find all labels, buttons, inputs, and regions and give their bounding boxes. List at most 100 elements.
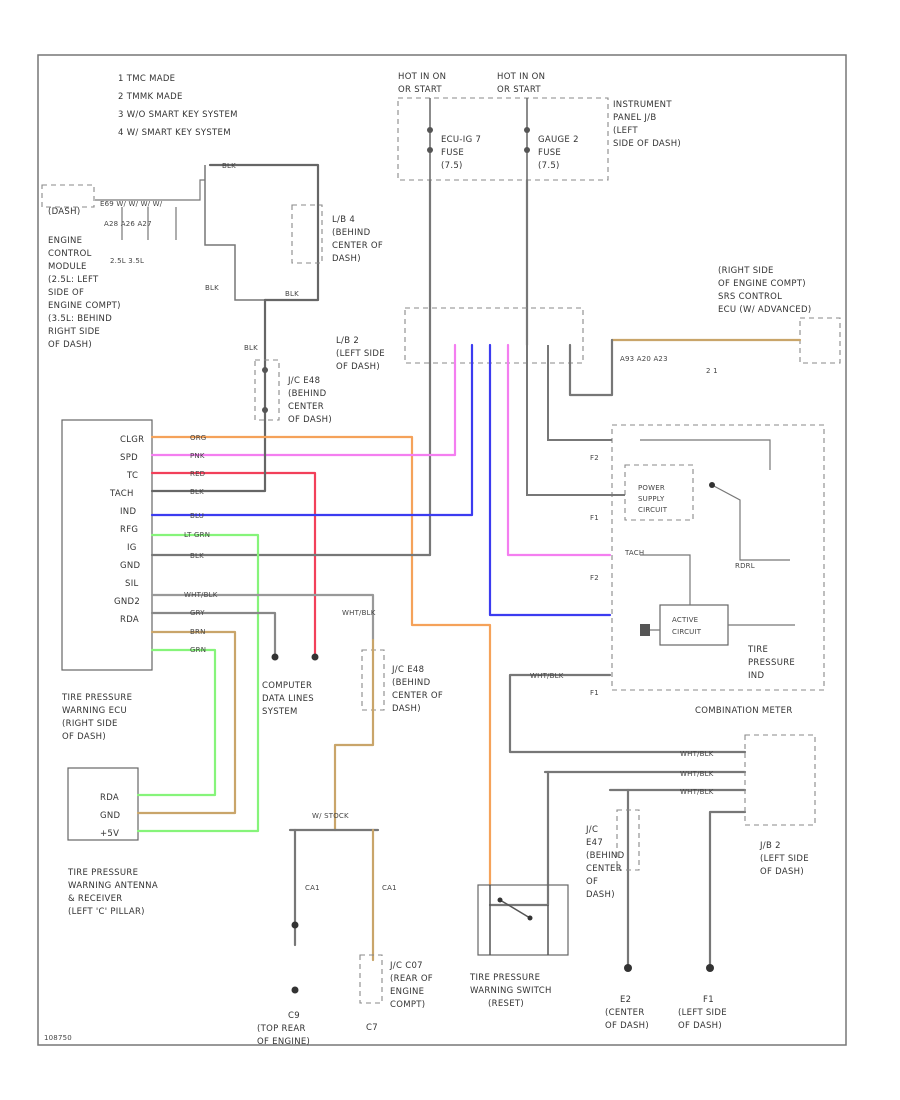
meter-pin-2: F1 [590, 514, 599, 522]
label-gry: GRY [190, 609, 205, 617]
fuse2-label-3: (7.5) [538, 161, 560, 171]
ground1-label-1: C9 [288, 1011, 300, 1021]
jb2-upper-box [404, 307, 584, 364]
ecm-connector-box [41, 184, 95, 208]
hot-label-1: HOT IN ON [398, 72, 446, 82]
jc3-label-1: J/C [585, 825, 598, 835]
cds-label-3: SYSTEM [262, 707, 298, 717]
diagram-frame [37, 54, 847, 1046]
meter-rom-label: RDRL [735, 562, 755, 570]
wire-green-rda [150, 648, 217, 757]
jc1-label-3: CENTER [288, 402, 324, 412]
jb2-label-1: J/B 2 [759, 841, 781, 851]
legend: 1 TMC MADE 2 TMMK MADE 3 W/O SMART KEY S… [118, 74, 238, 138]
whtblk-label-5: WHT/BLK [680, 788, 714, 796]
fuse1-label-3: (7.5) [441, 161, 463, 171]
label-blk-2: BLK [190, 552, 204, 560]
label-lgrn: LT GRN [184, 531, 210, 539]
fuse2-label-2: FUSE [538, 148, 561, 158]
tpi-label-3: IND [748, 671, 764, 681]
lb4-label-2: (BEHIND [332, 228, 371, 238]
ground4-label-2: (LEFT SIDE [678, 1008, 727, 1018]
ipjb-label-4: SIDE OF DASH) [613, 139, 681, 149]
act-label-2: CIRCUIT [672, 628, 702, 636]
jc2-label-1: J/C E48 [391, 665, 424, 675]
blk-wire-label-2: BLK [205, 284, 219, 292]
antenna-pin-5v: +5V [100, 829, 119, 839]
whtblk-label-3: WHT/BLK [680, 750, 714, 758]
ecu-pin-ind: IND [120, 507, 136, 517]
ecm-label-2: CONTROL [48, 249, 92, 259]
jb2-lower-box [744, 734, 816, 826]
blk-wire-label-1: BLK [222, 162, 236, 170]
instrument-panel-jb-box [397, 97, 609, 181]
ecm-conn-label: (DASH) [48, 207, 80, 217]
ecu-label-1: TIRE PRESSURE [61, 693, 132, 703]
srs-sub-label: 2 1 [706, 367, 718, 375]
ecm-label-8: RIGHT SIDE [48, 327, 100, 337]
ipjb-label-1: INSTRUMENT [613, 100, 672, 110]
srs-box [799, 317, 841, 364]
legend-item-2: 2 TMMK MADE [118, 92, 183, 102]
tire-pressure-warning-ecu [61, 419, 153, 671]
wire-pink-2 [506, 343, 612, 557]
meter-pin-1: F2 [590, 454, 599, 462]
ecu-label-3: (RIGHT SIDE [62, 719, 118, 729]
ca-label-1: CA1 [305, 884, 320, 892]
blk-wire-label-4: BLK [244, 344, 258, 352]
ground1-label-3: OF ENGINE) [257, 1037, 310, 1047]
ipjb-label-3: (LEFT [613, 126, 638, 136]
jc2-label-2: (BEHIND [392, 678, 431, 688]
ecm-label-4: (2.5L: LEFT [48, 275, 99, 285]
legend-item-1: 1 TMC MADE [118, 74, 175, 84]
switch-label-1: TIRE PRESSURE [469, 973, 540, 983]
ipjb-label-2: PANEL J/B [613, 113, 656, 123]
whtblk-label-4: WHT/BLK [680, 770, 714, 778]
label-pnk: PNK [190, 452, 205, 460]
srs-label-2: OF ENGINE COMPT) [718, 279, 806, 289]
ecm-pins-label: E69 W/ W/ W/ W/ [100, 200, 163, 208]
jb2-label-2: (LEFT SIDE [760, 854, 809, 864]
whtblk-label-jc2: WHT/BLK [342, 609, 376, 617]
ca-label-2: CA1 [382, 884, 397, 892]
jc4-label-4: COMPT) [390, 1000, 425, 1010]
jc2-label-4: DASH) [392, 704, 421, 714]
ecu-pin-tc: TC [126, 471, 138, 481]
label-brn: BRN [190, 628, 206, 636]
meter-title: COMBINATION METER [695, 706, 793, 716]
jc3-label-2: E47 [586, 838, 603, 848]
ecu-pin-tach: TACH [109, 489, 134, 499]
ecu-pin-clgr: CLGR [120, 435, 144, 445]
jc1-label-2: (BEHIND [288, 389, 327, 399]
psc-label-2: SUPPLY [638, 495, 665, 503]
ecu-pin-spd: SPD [120, 453, 138, 463]
jc3-label-6: DASH) [586, 890, 615, 900]
wire-green-rfg [150, 533, 260, 757]
ecm-sizes-label: 2.5L 3.5L [110, 257, 144, 265]
ecm-label-7: (3.5L: BEHIND [48, 314, 112, 324]
cds-label-2: DATA LINES [262, 694, 314, 704]
ecm-pins2-label: A28 A26 A27 [104, 220, 152, 228]
lb2-label-1: L/B 2 [336, 336, 359, 346]
hot-label-2: HOT IN ON [497, 72, 545, 82]
ecu-pin-gnd2: GND2 [114, 597, 140, 607]
wire-blue [150, 343, 474, 517]
label-grn: GRN [190, 646, 206, 654]
blk-wire-label-3: BLK [285, 290, 299, 298]
ecu-pin-ig: IG [127, 543, 137, 553]
wire-tan-gnd2 [150, 630, 237, 757]
hot-feeds: HOT IN ON OR START HOT IN ON OR START IN… [397, 72, 681, 181]
jc3-label-3: (BEHIND [586, 851, 625, 861]
jc-e47-box [616, 809, 640, 871]
jb2-label-3: OF DASH) [760, 867, 804, 877]
antenna-label-2: WARNING ANTENNA [68, 881, 158, 891]
label-whtblk: WHT/BLK [184, 591, 218, 599]
lb4-label-4: DASH) [332, 254, 361, 264]
act-label-1: ACTIVE [672, 616, 698, 624]
ground3-label-3: OF DASH) [605, 1021, 649, 1031]
ecm: (DASH) E69 W/ W/ W/ W/ A28 A26 A27 2.5L … [41, 179, 205, 350]
switch-label-2: WARNING SWITCH [470, 986, 552, 996]
tpi-label-1: TIRE [747, 645, 768, 655]
jc-e48-box-1 [254, 359, 280, 421]
ground4-label-3: OF DASH) [678, 1021, 722, 1031]
